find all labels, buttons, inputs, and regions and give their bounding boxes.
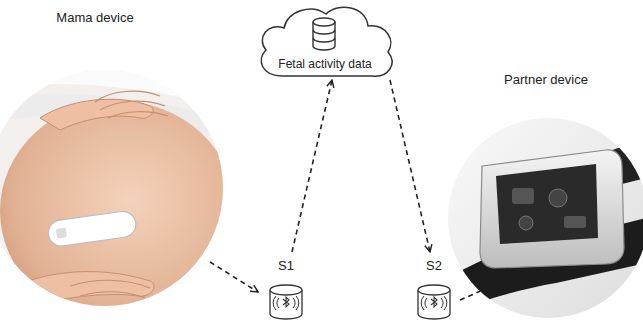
device-photo: Partner device xyxy=(446,68,643,320)
cloud-node: Fetal activity data xyxy=(252,0,397,82)
storage-node: S1 xyxy=(262,256,310,320)
storage-node: S2 xyxy=(410,256,458,320)
partner-photo xyxy=(446,68,643,320)
node-label: Partner device xyxy=(504,72,588,88)
dashed-arrow xyxy=(210,262,258,292)
node-label: Fetal activity data xyxy=(278,57,371,71)
dashed-arrow xyxy=(390,80,430,252)
device-photo: Mama device xyxy=(0,6,220,320)
mama-photo xyxy=(0,6,220,320)
node-label: S2 xyxy=(426,258,442,274)
node-label: Mama device xyxy=(56,10,133,26)
dashed-arrow xyxy=(292,80,332,252)
node-label: S1 xyxy=(278,258,294,274)
